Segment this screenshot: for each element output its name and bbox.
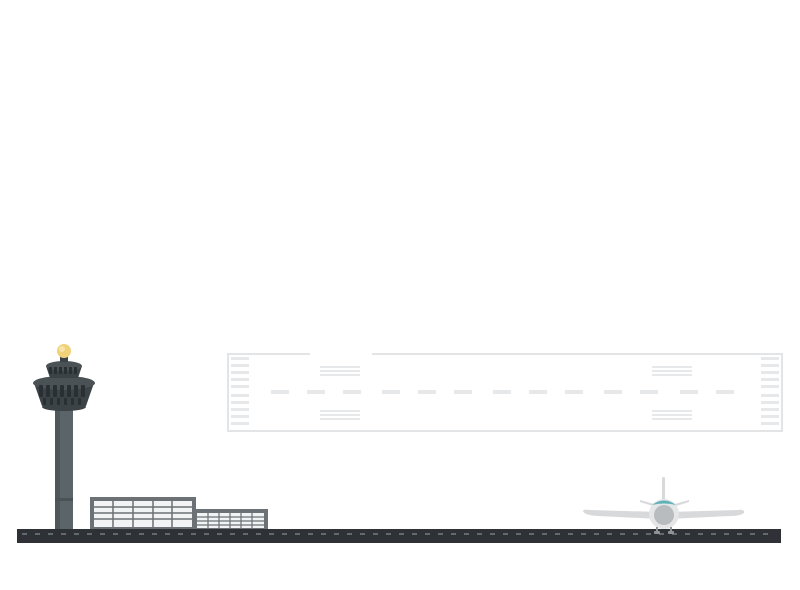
terminal-building (90, 497, 196, 530)
airplane-cockpit (652, 500, 676, 505)
airplane-landing-gear (654, 527, 674, 534)
runway-outline (227, 353, 783, 432)
runway-centerline (271, 390, 734, 394)
airplane (583, 477, 745, 534)
airplane-tail (662, 477, 665, 501)
terminal-annex (194, 509, 268, 530)
runway-threshold-left (231, 357, 249, 425)
tower-windows (39, 385, 85, 405)
runway-touchdown-marks (320, 366, 692, 420)
tarmac-strip (17, 529, 781, 543)
control-tower (33, 344, 95, 530)
runway-map (227, 350, 783, 432)
airplane-nose (654, 505, 674, 525)
runway-threshold-right (761, 357, 779, 425)
